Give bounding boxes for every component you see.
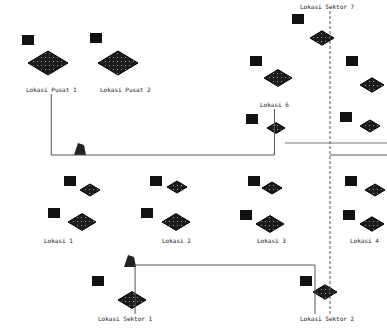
site-label: Lokasi 6 <box>260 101 289 108</box>
link-line <box>330 11 331 314</box>
device-icon <box>256 216 284 233</box>
monitor-icon <box>92 276 104 286</box>
device-icon <box>162 214 190 231</box>
link-line <box>135 265 315 314</box>
device-icon <box>167 181 187 193</box>
monitor-icon <box>22 35 34 45</box>
monitor-icon <box>292 14 304 24</box>
router-icon <box>74 143 86 155</box>
site-label: Lokasi Sektor 7 <box>300 3 354 10</box>
monitor-icon <box>346 56 358 66</box>
monitor-icon <box>340 112 352 122</box>
link-line <box>51 94 274 155</box>
site-label-node: Lokasi Sektor 1 <box>96 314 154 323</box>
monitor-icon <box>250 56 262 66</box>
device-icons <box>22 14 385 308</box>
site-label: Lokasi 3 <box>257 237 286 244</box>
backbone-line <box>285 143 387 144</box>
monitor-icon <box>345 176 357 186</box>
monitor-icon <box>248 176 260 186</box>
site-label: Lokasi 2 <box>162 237 191 244</box>
device-icon <box>313 285 337 299</box>
site-label: Lokasi Pusat 2 <box>100 86 151 93</box>
router-icon <box>124 255 136 267</box>
monitor-icon <box>64 176 76 186</box>
monitor-icon <box>90 33 102 43</box>
device-icon <box>262 182 282 194</box>
monitor-icon <box>141 208 153 218</box>
monitor-icon <box>150 176 162 186</box>
site-label-node: Lokasi 3 <box>255 236 288 245</box>
site-label-node: Lokasi Pusat 2 <box>98 85 153 94</box>
site-label: Lokasi 4 <box>350 237 379 244</box>
site-label-node: Lokasi Pusat 1 <box>24 85 79 94</box>
device-icon <box>28 51 68 75</box>
device-icon <box>360 120 380 132</box>
site-label: Lokasi Sektor 1 <box>98 315 152 322</box>
device-icon <box>267 123 285 134</box>
device-icon <box>365 184 385 196</box>
site-label-node: Lokasi 4 <box>348 236 381 245</box>
network-link <box>330 11 331 314</box>
device-icon <box>264 70 292 87</box>
device-icon <box>80 184 100 196</box>
monitor-icon <box>48 208 60 218</box>
monitor-icon <box>343 210 355 220</box>
device-icon <box>360 217 384 231</box>
monitor-icon <box>300 276 312 286</box>
device-icon <box>98 51 138 75</box>
device-icon <box>118 292 146 309</box>
monitor-icon <box>246 114 258 124</box>
site-label-node: Lokasi Sektor 2 <box>298 314 356 323</box>
device-icon <box>360 78 384 92</box>
site-label: Lokasi 1 <box>44 237 73 244</box>
device-icon <box>68 214 96 231</box>
site-label-node: Lokasi Sektor 7 <box>298 2 356 11</box>
site-label: Lokasi Pusat 1 <box>26 86 77 93</box>
site-label-node: Lokasi 1 <box>42 236 75 245</box>
backbone-line <box>330 155 387 156</box>
site-label-node: Lokasi 6 <box>258 100 291 109</box>
network-link <box>135 265 315 314</box>
monitor-icon <box>240 210 252 220</box>
site-label-node: Lokasi 2 <box>160 236 193 245</box>
network-link <box>51 94 274 155</box>
site-label: Lokasi Sektor 2 <box>300 315 354 322</box>
